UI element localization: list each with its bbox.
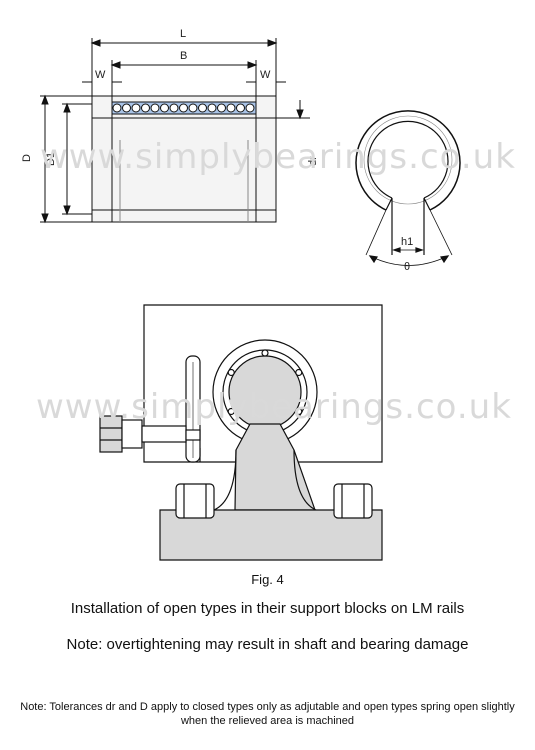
note-tolerances: Note: Tolerances dr and D apply to close… xyxy=(20,701,515,727)
dim-label-dr: dr xyxy=(307,156,319,166)
ball-bearing xyxy=(227,407,235,416)
dim-label-D: D xyxy=(21,154,33,162)
ball-bearing xyxy=(198,103,207,113)
caption-installation: Installation of open types in their supp… xyxy=(70,600,465,617)
ball-bearing xyxy=(295,368,303,377)
ball-bearing xyxy=(226,103,236,113)
ball-bearing xyxy=(236,103,245,113)
ball-bearing xyxy=(150,103,160,113)
ball-bearing xyxy=(245,103,255,113)
dim-label-theta: θ xyxy=(404,261,410,273)
ball-bearing xyxy=(217,103,226,113)
ball-bearing xyxy=(295,407,303,416)
ball-bearing xyxy=(188,103,198,113)
ball-bearing xyxy=(112,103,122,113)
dim-label-W-right: W xyxy=(260,69,271,81)
figure-label: Fig. 4 xyxy=(251,572,284,587)
ball-bearing xyxy=(141,103,150,113)
dim-label-L: L xyxy=(180,28,186,40)
ball-bearing xyxy=(160,103,169,113)
dim-label-D1: D1 xyxy=(45,152,57,166)
ball-bearing xyxy=(227,368,235,377)
bearing-end-view xyxy=(355,110,461,266)
technical-drawing: L B W W D D1 dr h1 θ xyxy=(21,28,516,561)
ball-bearing xyxy=(207,103,217,113)
ball-bearing xyxy=(179,103,188,113)
note-overtightening: Note: overtightening may result in shaft… xyxy=(66,636,469,653)
watermark-middle: www.simplybearings.co.uk xyxy=(36,387,512,427)
dim-label-W-left: W xyxy=(95,69,106,81)
ball-bearing xyxy=(122,103,131,113)
dim-label-h1: h1 xyxy=(401,236,413,248)
ball-bearing xyxy=(169,103,179,113)
ball-bearing xyxy=(131,103,141,113)
support-block-assembly xyxy=(99,304,383,561)
ball-bearing xyxy=(261,349,269,357)
dim-label-B: B xyxy=(180,50,187,62)
watermark-top: www.simplybearings.co.uk xyxy=(40,137,516,177)
bearing-side-view xyxy=(40,38,310,224)
